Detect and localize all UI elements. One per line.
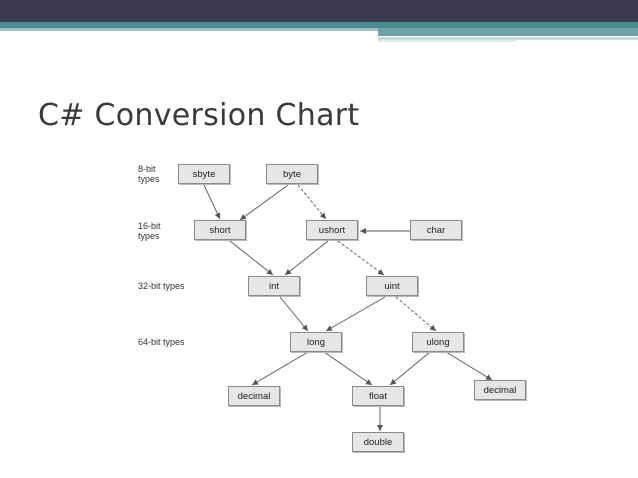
node-char: char	[410, 220, 462, 240]
conversion-diagram: 8-bit types 16-bit types 32-bit types 64…	[130, 158, 540, 458]
row-label-16bit-line1: 16-bit	[138, 221, 161, 231]
node-ushort: ushort	[306, 220, 358, 240]
edge-long-float	[323, 351, 373, 386]
header-accent-stripe-right	[378, 28, 638, 36]
slide-title: C# Conversion Chart	[38, 98, 360, 133]
node-sbyte: sbyte	[178, 164, 230, 184]
edge-ushort-int	[284, 240, 329, 276]
row-label-8bit-line1: 8-bit	[138, 164, 156, 174]
conversion-edges	[203, 184, 493, 431]
edge-int-long	[279, 296, 309, 332]
row-label-16bit: 16-bit types	[138, 221, 161, 241]
node-byte: byte	[266, 164, 318, 184]
edge-short-int	[229, 240, 274, 276]
node-short: short	[194, 220, 246, 240]
header-accent-stripe	[0, 22, 638, 28]
edge-uint-long	[325, 296, 386, 332]
edge-long-decimal-left	[251, 351, 309, 386]
edge-byte-short	[239, 184, 289, 221]
header-accent-stripe-right-light	[378, 37, 638, 40]
node-long: long	[290, 332, 342, 352]
row-label-8bit-line2: types	[138, 174, 160, 184]
node-ulong: ulong	[412, 332, 464, 352]
node-uint: uint	[366, 276, 418, 296]
header-bar	[0, 0, 638, 22]
row-label-8bit: 8-bit types	[138, 164, 160, 184]
row-label-16bit-line2: types	[138, 231, 160, 241]
node-double: double	[352, 432, 404, 452]
edge-byte-ushort	[297, 184, 327, 220]
edge-ushort-uint	[337, 240, 385, 276]
edge-uint-ulong	[395, 296, 437, 332]
edge-ulong-float	[389, 351, 431, 386]
node-float: float	[352, 386, 404, 406]
row-label-64bit: 64-bit types	[138, 337, 185, 347]
node-decimal-left: decimal	[228, 386, 280, 406]
header-accent-stripe-light	[0, 28, 378, 31]
node-decimal-right: decimal	[474, 380, 526, 400]
edge-ulong-decimal-right	[445, 351, 493, 381]
node-int: int	[248, 276, 300, 296]
edge-sbyte-short	[203, 184, 221, 220]
row-label-32bit: 32-bit types	[138, 281, 185, 291]
header-accent-stripe-right-faint	[378, 40, 516, 42]
